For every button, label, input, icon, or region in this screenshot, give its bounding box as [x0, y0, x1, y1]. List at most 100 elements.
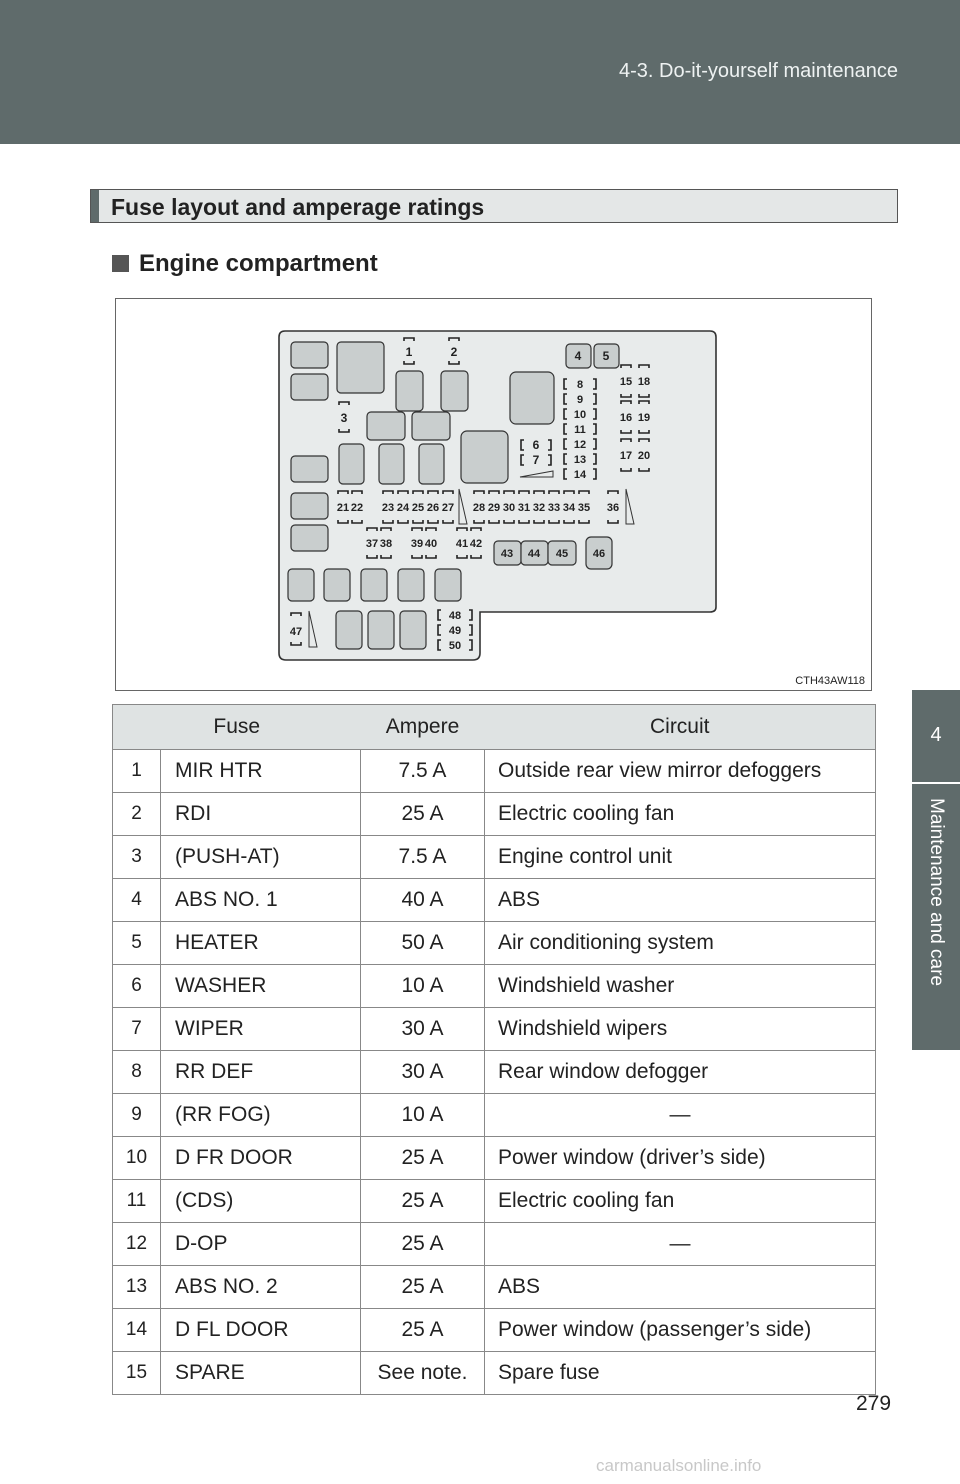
- fuse-slot-diagonal: [519, 470, 554, 478]
- relay-slot: [335, 610, 363, 650]
- fuse-bracket: [427, 520, 439, 524]
- fuse-bracket: [337, 490, 349, 494]
- fuse-bracket: [442, 490, 454, 494]
- fuse-bracket: [533, 490, 545, 494]
- fuse-number-label: 34: [563, 502, 576, 514]
- fuse-number-label: 29: [488, 502, 500, 514]
- tab-divider: [912, 782, 960, 784]
- fuse-number-label: 23: [382, 502, 394, 514]
- fuse-number-label: 49: [449, 625, 461, 637]
- fuse-name: RDI: [160, 792, 361, 836]
- fuse-ampere: 40 A: [360, 878, 485, 922]
- relay-slot: [338, 443, 365, 485]
- fuse-bracket: [563, 490, 575, 494]
- fuse-number-label: 47: [290, 626, 302, 638]
- fuse-bracket: [469, 639, 473, 651]
- relay-slot: [323, 568, 351, 602]
- fuse-name: (PUSH-AT): [160, 835, 361, 879]
- table-row: 9(RR FOG)10 A—: [112, 1093, 876, 1137]
- fuse-ampere: 30 A: [360, 1050, 485, 1094]
- fuse-ampere: 50 A: [360, 921, 485, 965]
- relay-slot: [399, 610, 427, 650]
- fuse-name: (RR FOG): [160, 1093, 361, 1137]
- fuse-ampere: 25 A: [360, 1265, 485, 1309]
- relay-slot: [336, 341, 385, 394]
- subheading-text: Engine compartment: [139, 250, 378, 277]
- fuse-bracket: [518, 490, 530, 494]
- fuse-name: WASHER: [160, 964, 361, 1008]
- fuse-circuit: Windshield washer: [484, 964, 876, 1008]
- fuse-bracket: [473, 490, 485, 494]
- fuse-bracket: [563, 378, 567, 390]
- fuse-slot: [565, 343, 592, 369]
- fuse-bracket: [578, 490, 590, 494]
- fuse-number-label: 11: [574, 424, 586, 436]
- relay-slot: [290, 455, 329, 483]
- fuse-bracket: [425, 527, 437, 531]
- fuse-circuit: Windshield wipers: [484, 1007, 876, 1051]
- fuse-bracket: [411, 555, 423, 559]
- fuse-name: ABS NO. 1: [160, 878, 361, 922]
- fuse-bracket: [382, 520, 394, 524]
- fuse-name: SPARE: [160, 1351, 361, 1395]
- relay-slot: [397, 568, 425, 602]
- relay-slot: [411, 411, 451, 441]
- fuse-bracket: [548, 520, 560, 524]
- fuse-bracket: [437, 639, 441, 651]
- fuse-number-label: 28: [473, 502, 485, 514]
- fuse-bracket: [437, 624, 441, 636]
- fuse-bracket: [638, 438, 650, 442]
- fuse-bracket: [448, 337, 460, 341]
- fuse-slot-diagonal: [625, 488, 635, 525]
- fuse-number-label: 9: [577, 394, 583, 406]
- fuse-ampere: 7.5 A: [360, 749, 485, 793]
- relay-slot: [378, 443, 405, 485]
- fuse-bracket: [607, 520, 619, 524]
- fuse-ampere: 10 A: [360, 964, 485, 1008]
- title-accent-bar: [91, 190, 99, 222]
- fuse-number-label: 5: [603, 349, 610, 363]
- figure-code: CTH43AW118: [795, 675, 865, 687]
- fuse-bracket: [607, 490, 619, 494]
- fuse-bracket: [412, 490, 424, 494]
- fuse-bracket: [403, 361, 415, 365]
- relay-slot: [287, 568, 315, 602]
- fuse-number-label: 8: [577, 379, 583, 391]
- relay-slot: [509, 371, 555, 425]
- fuse-bracket: [593, 393, 597, 405]
- fuse-number: 6: [112, 964, 161, 1008]
- fuse-circuit: Outside rear view mirror defoggers: [484, 749, 876, 793]
- relay-slot: [395, 370, 424, 412]
- fuse-bracket: [382, 490, 394, 494]
- fuse-name: D FL DOOR: [160, 1308, 361, 1352]
- fuse-number-label: 46: [593, 548, 605, 560]
- section-title: Fuse layout and amperage ratings: [111, 194, 485, 220]
- fuse-number: 9: [112, 1093, 161, 1137]
- fuse-number-label: 17: [620, 450, 632, 462]
- fuse-bracket: [412, 520, 424, 524]
- fuse-bracket: [638, 468, 650, 472]
- fuse-number: 4: [112, 878, 161, 922]
- fuse-bracket: [520, 439, 524, 451]
- fuse-bracket: [563, 408, 567, 420]
- fuse-number-label: 33: [548, 502, 560, 514]
- fuse-bracket: [456, 555, 468, 559]
- fuse-ampere: See note.: [360, 1351, 485, 1395]
- fuse-name: HEATER: [160, 921, 361, 965]
- fuse-number-label: 4: [575, 349, 582, 363]
- fuse-number: 15: [112, 1351, 161, 1395]
- fuse-bracket: [366, 527, 378, 531]
- fuse-number: 2: [112, 792, 161, 836]
- fuse-bracket: [456, 527, 468, 531]
- fuse-circuit: Electric cooling fan: [484, 1179, 876, 1223]
- fuse-number: 1: [112, 749, 161, 793]
- fuse-number-label: 42: [470, 538, 482, 550]
- watermark: carmanualsonline.info: [596, 1456, 762, 1475]
